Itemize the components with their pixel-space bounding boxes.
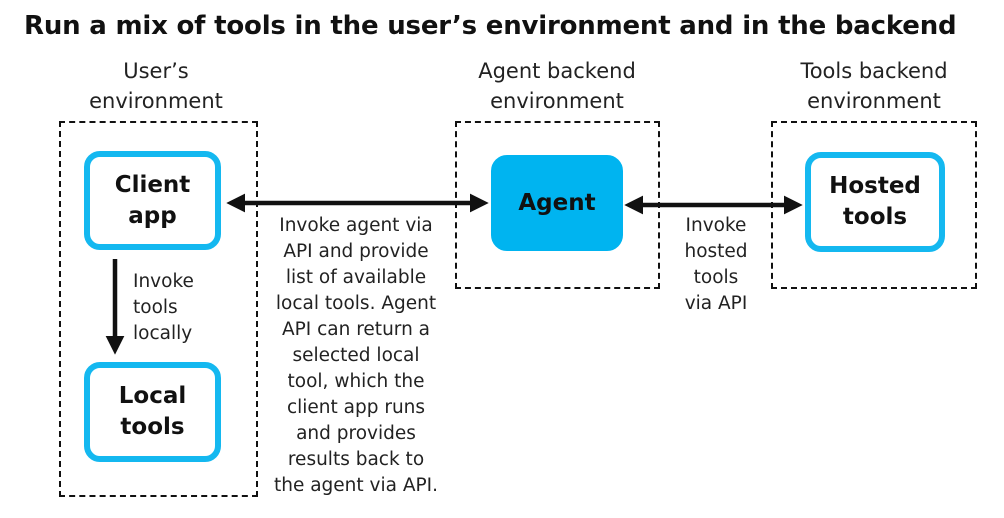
client-app-node: Client app	[84, 151, 221, 250]
diagram-title: Run a mix of tools in the user’s environ…	[24, 11, 957, 41]
invoke-agent-line-5: API can return a	[281, 319, 431, 340]
agent-backend-environment-label: Agent backend environment	[430, 56, 684, 116]
invoke-agent-line-6: selected local	[292, 345, 420, 366]
invoke-hosted-line-2: hosted	[684, 241, 748, 262]
invoke-agent-line-3: list of available	[285, 267, 427, 288]
invoke-hosted-tools-note: Invoke hosted tools via API	[670, 213, 762, 317]
tools-backend-environment-label: Tools backend environment	[758, 56, 990, 116]
client-app-label-line-1: Client	[114, 171, 191, 198]
agent-label: Agent	[518, 189, 596, 216]
invoke-hosted-line-3: tools	[693, 267, 739, 288]
tools-backend-environment-label-line-1: Tools backend	[800, 59, 948, 83]
invoke-locally-line-1: Invoke	[133, 271, 194, 292]
local-tools-label-line-2: tools	[120, 414, 185, 440]
invoke-tools-locally-note: Invoke tools locally	[133, 269, 194, 347]
invoke-agent-line-9: and provides	[296, 423, 416, 444]
invoke-locally-line-2: tools	[133, 297, 178, 318]
user-environment-label-line-1: User’s	[123, 59, 189, 83]
local-tools-node: Local tools	[84, 362, 221, 462]
invoke-hosted-line-4: via API	[684, 293, 748, 314]
invoke-agent-line-1: Invoke agent via	[279, 215, 433, 236]
invoke-agent-line-2: API and provide	[283, 241, 429, 262]
invoke-locally-line-3: locally	[133, 323, 193, 344]
user-environment-label-line-2: environment	[89, 89, 223, 113]
invoke-agent-line-4: local tools. Agent	[275, 293, 437, 314]
invoke-agent-line-7: tool, which the	[287, 371, 425, 392]
invoke-agent-line-10: results back to	[287, 449, 425, 470]
agent-node: Agent	[491, 155, 623, 251]
user-environment-label: User’s environment	[56, 56, 256, 116]
invoke-hosted-line-1: Invoke	[685, 215, 747, 236]
hosted-tools-label-line-2: tools	[842, 204, 908, 230]
user-environment-box	[59, 121, 258, 497]
invoke-agent-line-8: client app runs	[286, 397, 426, 418]
invoke-agent-line-11: the agent via API.	[273, 475, 439, 496]
hosted-tools-label-line-1: Hosted	[829, 173, 921, 199]
client-app-label-line-2: app	[128, 202, 177, 229]
tools-backend-environment-label-line-2: environment	[807, 89, 941, 113]
agent-backend-environment-label-line-1: Agent backend	[478, 59, 636, 83]
local-tools-label-line-1: Local	[118, 383, 187, 409]
hosted-tools-node: Hosted tools	[805, 152, 945, 252]
agent-backend-environment-label-line-2: environment	[490, 89, 624, 113]
invoke-agent-note: Invoke agent via API and provide list of…	[266, 213, 446, 499]
